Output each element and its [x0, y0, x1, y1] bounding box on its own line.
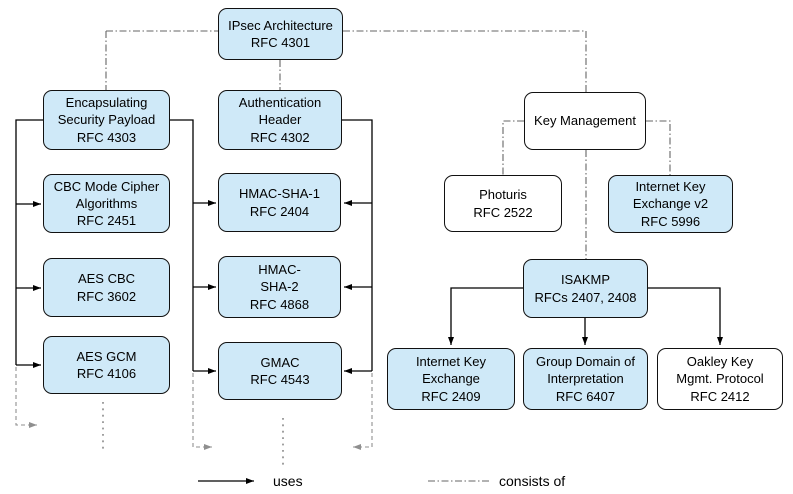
- continuation-arrow-left: [15, 367, 37, 428]
- node-label: AES CBC RFC 3602: [76, 271, 137, 304]
- node-label: Internet Key Exchange v2 RFC 5996: [632, 179, 709, 229]
- node-cbc-mode-cipher: CBC Mode Cipher Algorithms RFC 2451: [43, 174, 170, 233]
- edge-km-photuris: [502, 120, 524, 175]
- arrow-isakmp-ike: [448, 287, 523, 345]
- node-photuris: Photuris RFC 2522: [444, 175, 562, 232]
- node-label: Authentication Header RFC 4302: [238, 95, 322, 145]
- node-label: Oakley Key Mgmt. Protocol RFC 2412: [676, 354, 764, 404]
- node-label: Group Domain of Interpretation RFC 6407: [536, 354, 635, 404]
- node-aes-gcm: AES GCM RFC 4106: [43, 336, 170, 394]
- node-isakmp: ISAKMP RFCs 2407, 2408: [523, 259, 648, 318]
- node-label: CBC Mode Cipher Algorithms RFC 2451: [53, 178, 160, 229]
- edge-km-ikev2: [646, 120, 671, 175]
- node-hmac-sha1: HMAC-SHA-1 RFC 2404: [218, 173, 341, 232]
- node-oakley: Oakley Key Mgmt. Protocol RFC 2412: [657, 348, 783, 410]
- rail-ah-right: [342, 119, 373, 371]
- legend-consists-of-label: consists of: [499, 473, 566, 489]
- continuation-arrow-right: [353, 373, 373, 450]
- node-label: Photuris RFC 2522: [473, 187, 533, 220]
- node-label: ISAKMP RFCs 2407, 2408: [534, 272, 637, 305]
- node-label: Key Management: [534, 113, 636, 129]
- rail-esp-right: [170, 119, 194, 371]
- node-label: HMAC- SHA-2 RFC 4868: [249, 262, 310, 312]
- node-ipsec-architecture: IPsec Architecture RFC 4301: [218, 8, 343, 60]
- node-authentication-header: Authentication Header RFC 4302: [218, 90, 342, 150]
- node-label: HMAC-SHA-1 RFC 2404: [239, 186, 320, 219]
- continuation-arrow-middle: [192, 373, 212, 450]
- node-esp: Encapsulating Security Payload RFC 4303: [43, 90, 170, 150]
- node-label: Internet Key Exchange RFC 2409: [415, 354, 487, 404]
- legend-uses-label: uses: [273, 473, 303, 489]
- arrow-isakmp-oakley: [648, 287, 723, 345]
- node-ikev2: Internet Key Exchange v2 RFC 5996: [608, 175, 733, 233]
- node-gdoi: Group Domain of Interpretation RFC 6407: [523, 348, 648, 410]
- node-internet-key-exchange: Internet Key Exchange RFC 2409: [387, 348, 515, 410]
- node-label: IPsec Architecture RFC 4301: [228, 17, 333, 50]
- node-hmac-sha2: HMAC- SHA-2 RFC 4868: [218, 256, 341, 318]
- node-key-management: Key Management: [524, 92, 646, 150]
- rail-esp-left: [15, 119, 43, 365]
- node-gmac: GMAC RFC 4543: [218, 342, 342, 400]
- node-label: GMAC RFC 4543: [250, 354, 310, 387]
- node-label: AES GCM RFC 4106: [76, 348, 137, 381]
- node-aes-cbc: AES CBC RFC 3602: [43, 258, 170, 317]
- node-label: Encapsulating Security Payload RFC 4303: [57, 95, 156, 145]
